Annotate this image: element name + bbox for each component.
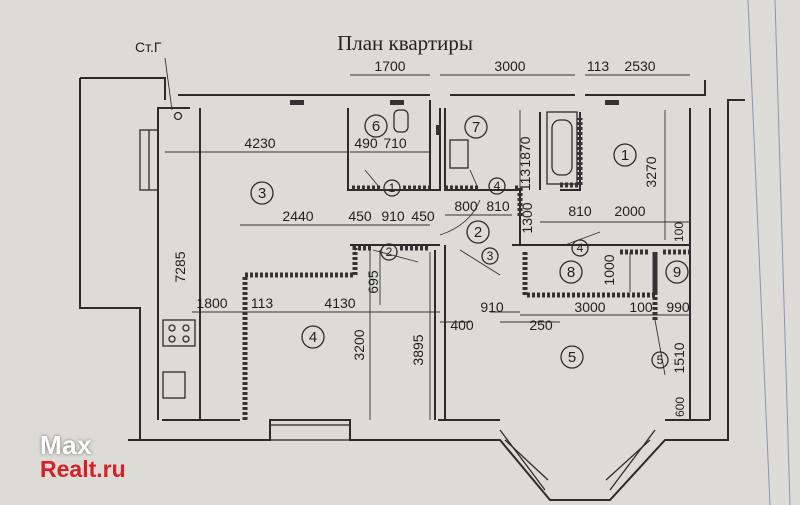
dim-113-left: 113 (251, 295, 274, 311)
dim-100-a: 100 (672, 222, 686, 242)
room-3: 3 (258, 185, 266, 202)
dim-695: 695 (365, 270, 381, 294)
dim-1700: 1700 (374, 58, 405, 74)
dim-2530: 2530 (624, 58, 655, 74)
dim-400: 400 (450, 317, 474, 333)
room-9: 9 (673, 264, 681, 281)
dim-910-a: 910 (381, 208, 405, 224)
dim-113-mid: 113 (517, 169, 533, 192)
door-5: 5 (657, 353, 664, 367)
dimension-texts: 1700 3000 113 2530 4230 490 710 1870 113… (172, 58, 690, 417)
room-8: 8 (567, 264, 575, 281)
dim-450-b: 450 (411, 208, 435, 224)
room-4: 4 (309, 329, 317, 346)
dim-1870: 1870 (517, 136, 533, 167)
dim-4130: 4130 (324, 295, 355, 311)
watermark-logo: Max Realt.ru (40, 432, 126, 481)
dim-450-a: 450 (348, 208, 372, 224)
door-labels: 1 2 3 4 4 5 (380, 177, 669, 369)
dim-2000: 2000 (614, 203, 645, 219)
watermark-line-1: Max (40, 430, 93, 460)
door-4b: 4 (577, 241, 584, 255)
dim-1510: 1510 (671, 342, 687, 373)
dim-2440: 2440 (282, 208, 313, 224)
dim-1300: 1300 (519, 202, 535, 233)
dim-490: 490 (354, 135, 378, 151)
dim-7285: 7285 (172, 251, 188, 282)
dim-3270: 3270 (643, 156, 659, 187)
dim-1000: 1000 (601, 254, 617, 285)
plan-title: План квартиры (337, 31, 473, 55)
dim-250: 250 (529, 317, 553, 333)
watermark-line-2: Realt.ru (40, 456, 126, 482)
dim-1800: 1800 (196, 295, 227, 311)
room-7: 7 (472, 119, 480, 136)
dim-100-b: 100 (629, 299, 653, 315)
room-labels: 1 2 3 4 5 6 7 8 9 (250, 114, 689, 369)
dim-3895: 3895 (410, 334, 426, 365)
riser-label: Ст.Г (135, 39, 162, 55)
dim-710: 710 (383, 135, 407, 151)
dim-810-b: 810 (568, 203, 592, 219)
room-2: 2 (474, 224, 482, 241)
room-6: 6 (372, 118, 380, 135)
door-3: 3 (487, 249, 494, 263)
dim-3200: 3200 (351, 329, 367, 360)
dim-990: 990 (666, 299, 690, 315)
dim-800: 800 (454, 198, 478, 214)
dim-600: 600 (673, 397, 687, 417)
dim-4230: 4230 (244, 135, 275, 151)
dim-113-top: 113 (587, 58, 610, 74)
dim-810-a: 810 (486, 198, 510, 214)
room-1: 1 (621, 147, 629, 164)
door-2: 2 (386, 245, 393, 259)
dim-910-b: 910 (480, 299, 504, 315)
door-4a: 4 (494, 179, 501, 193)
room-5: 5 (568, 349, 576, 366)
dim-3000-mid: 3000 (574, 299, 605, 315)
dimension-lines (165, 74, 691, 420)
door-1: 1 (389, 181, 396, 195)
dim-3000-top: 3000 (494, 58, 525, 74)
